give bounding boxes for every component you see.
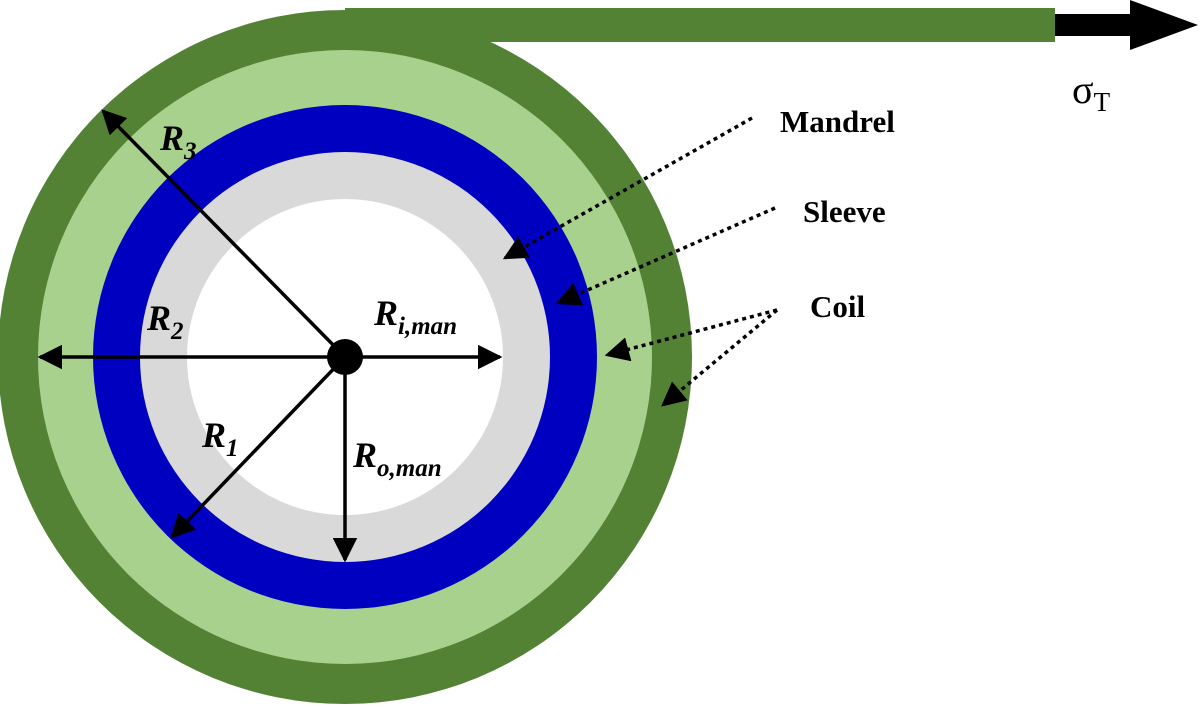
coil-label: Coil: [810, 289, 866, 324]
r3-arrow: [101, 109, 347, 359]
r1-arrow: [170, 355, 347, 539]
center-point: [327, 339, 363, 375]
coil-leader-outer: [661, 308, 779, 407]
r1-label: R1: [201, 415, 239, 462]
tension-arrow: [1055, 0, 1198, 50]
sleeve-label: Sleeve: [803, 194, 886, 229]
coil-leader-inner: [604, 308, 778, 362]
sigma-label: σT: [1072, 67, 1111, 117]
mandrel-label: Mandrel: [780, 104, 895, 139]
ri-man-label: Ri,man: [373, 293, 457, 340]
radius-arrows: [37, 109, 503, 563]
r2-label: R2: [146, 298, 184, 345]
leader-lines: [502, 116, 779, 407]
coil-tail-strip: [345, 8, 1055, 42]
ro-man-label: Ro,man: [352, 435, 442, 482]
r3-label: R3: [159, 118, 197, 165]
